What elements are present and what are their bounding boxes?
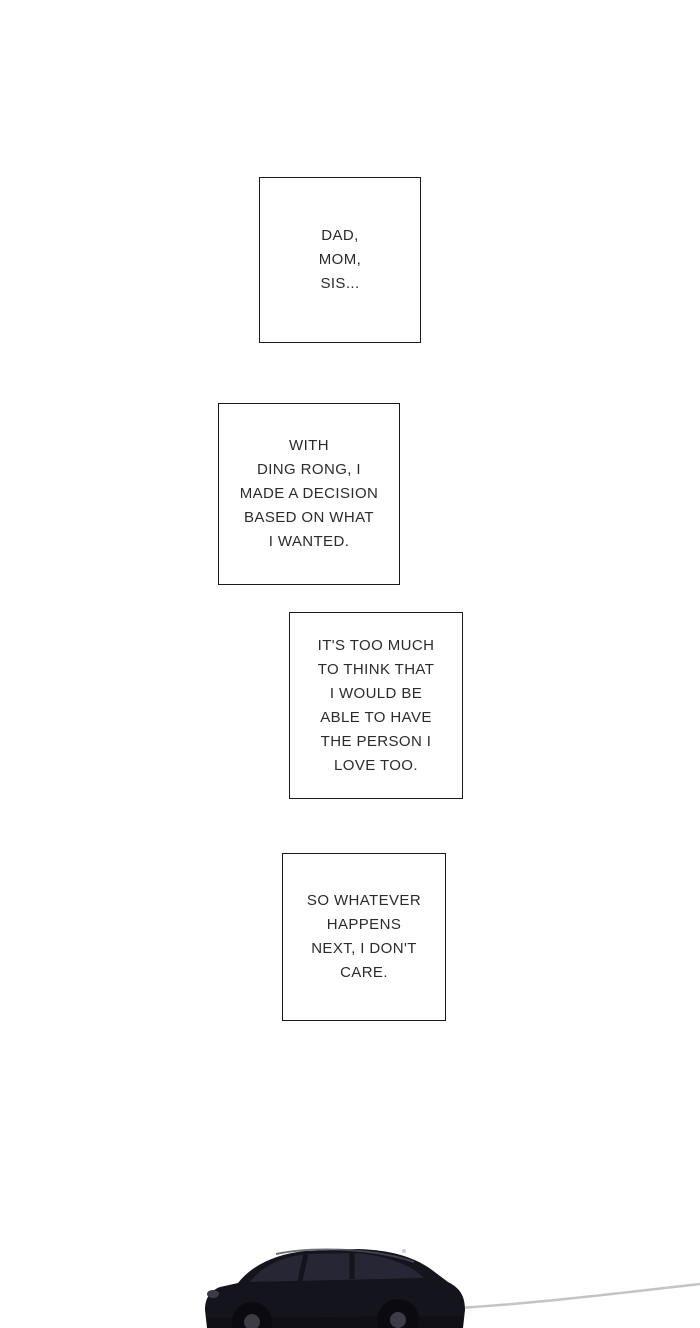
caption-panel-4: SO WHATEVER HAPPENS NEXT, I DON'T CARE.	[282, 853, 446, 1021]
caption-text-1: DAD, MOM, SIS...	[318, 227, 362, 292]
car-wheel-front	[232, 1302, 272, 1328]
caption-text-3: IT'S TOO MUCH TO THINK THAT I WOULD BE A…	[317, 636, 435, 774]
caption-text-2: WITH DING RONG, I MADE A DECISION BASED …	[239, 437, 379, 550]
headlight	[207, 1290, 219, 1298]
roof-highlight	[275, 1248, 415, 1263]
caption-panel-1: DAD, MOM, SIS...	[259, 177, 421, 343]
road-line	[457, 1282, 700, 1310]
roof-reflection	[402, 1249, 406, 1253]
caption-text-4: SO WHATEVER HAPPENS NEXT, I DON'T CARE.	[306, 892, 422, 981]
black-sedan-car-illustration	[205, 1248, 700, 1328]
caption-panel-3: IT'S TOO MUCH TO THINK THAT I WOULD BE A…	[289, 612, 463, 799]
caption-panel-2: WITH DING RONG, I MADE A DECISION BASED …	[218, 403, 400, 585]
car-windows	[250, 1253, 424, 1282]
car-wheel-rear	[377, 1299, 419, 1328]
